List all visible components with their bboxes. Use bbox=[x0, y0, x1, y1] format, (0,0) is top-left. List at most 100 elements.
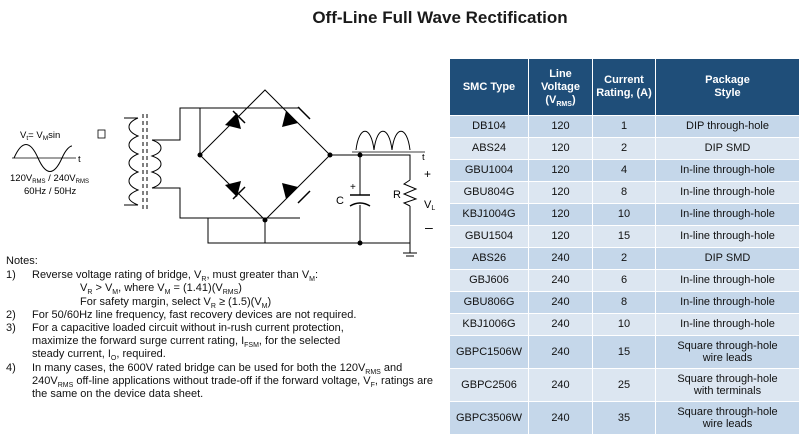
cell-voltage: 120 bbox=[528, 137, 593, 160]
cell-voltage: 240 bbox=[528, 335, 593, 369]
note-safety-margin: For safety margin, select VR ≥ (1.5)(VM) bbox=[80, 295, 272, 310]
col-header-type: SMC Type bbox=[449, 58, 529, 116]
cell-type: ABS24 bbox=[449, 137, 529, 160]
rectified-waveform-icon bbox=[352, 130, 425, 153]
cell-voltage: 120 bbox=[528, 203, 593, 226]
bridge-rectifier bbox=[199, 89, 331, 221]
diode-icon bbox=[225, 113, 241, 129]
source-voltage-label: Vt= VMsin bbox=[20, 130, 60, 142]
cell-package: DIP SMD bbox=[655, 247, 800, 270]
cell-type: GBU804G bbox=[449, 181, 529, 204]
note-item: 2) For 50/60Hz line frequency, fast reco… bbox=[6, 308, 357, 321]
cell-package: In-line through-hole bbox=[655, 181, 800, 204]
cell-voltage: 240 bbox=[528, 247, 593, 270]
cell-current: 6 bbox=[592, 269, 656, 292]
resistor-icon bbox=[402, 179, 418, 207]
load-voltage-label: VL bbox=[424, 199, 435, 212]
cell-current: 15 bbox=[592, 335, 656, 369]
cell-current: 4 bbox=[592, 159, 656, 182]
output-time-label: t bbox=[422, 152, 425, 163]
cell-package: DIP SMD bbox=[655, 137, 800, 160]
cell-current: 8 bbox=[592, 181, 656, 204]
cell-voltage: 120 bbox=[528, 159, 593, 182]
cell-voltage: 120 bbox=[528, 181, 593, 204]
cell-type: GBU1504 bbox=[449, 225, 529, 248]
output-minus: – bbox=[425, 219, 433, 235]
cell-current: 25 bbox=[592, 368, 656, 402]
cell-type: GBPC1506W bbox=[449, 335, 529, 369]
cell-current: 8 bbox=[592, 291, 656, 314]
capacitor-icon bbox=[349, 194, 371, 207]
cell-type: GBPC3506W bbox=[449, 401, 529, 435]
cell-voltage: 120 bbox=[528, 115, 593, 138]
cell-voltage: 240 bbox=[528, 368, 593, 402]
page-title: Off-Line Full Wave Rectification bbox=[312, 8, 568, 27]
cell-current: 10 bbox=[592, 203, 656, 226]
cell-current: 10 bbox=[592, 313, 656, 336]
diode-icon bbox=[225, 181, 241, 197]
cell-voltage: 240 bbox=[528, 291, 593, 314]
note-item: 3) For a capacitive loaded circuit witho… bbox=[6, 322, 344, 363]
cell-current: 1 bbox=[592, 115, 656, 138]
omega-box-icon bbox=[97, 129, 106, 139]
cell-type: GBU1004 bbox=[449, 159, 529, 182]
sine-wave-icon bbox=[13, 144, 73, 172]
cell-type: KBJ1006G bbox=[449, 313, 529, 336]
cell-package: In-line through-hole bbox=[655, 203, 800, 226]
line-voltage-label: 120VRMS / 240VRMS bbox=[10, 173, 89, 185]
cell-package: In-line through-hole bbox=[655, 313, 800, 336]
cell-type: GBJ606 bbox=[449, 269, 529, 292]
cell-package: In-line through-hole bbox=[655, 269, 800, 292]
capacitor-label: C bbox=[336, 195, 344, 207]
notes-heading: Notes: bbox=[6, 255, 38, 267]
cell-current: 15 bbox=[592, 225, 656, 248]
output-plus: + bbox=[424, 167, 431, 181]
resistor-label: R bbox=[393, 189, 401, 201]
cell-type: DB104 bbox=[449, 115, 529, 138]
cell-type: ABS26 bbox=[449, 247, 529, 270]
cell-type: GBPC2506 bbox=[449, 368, 529, 402]
notes-section: Notes: 1) Reverse voltage rating of brid… bbox=[6, 255, 446, 401]
cell-type: KBJ1004G bbox=[449, 203, 529, 226]
note-item: 4) In many cases, the 600V rated bridge … bbox=[6, 361, 434, 401]
cell-voltage: 240 bbox=[528, 401, 593, 435]
transformer-icon bbox=[124, 107, 300, 219]
cell-type: GBU806G bbox=[449, 291, 529, 314]
cell-current: 35 bbox=[592, 401, 656, 435]
capacitor-polarity: + bbox=[350, 182, 356, 193]
ground-icon bbox=[403, 243, 417, 257]
cell-current: 2 bbox=[592, 247, 656, 270]
diode-icon bbox=[282, 183, 298, 199]
cell-voltage: 240 bbox=[528, 269, 593, 292]
diode-icon bbox=[282, 111, 298, 127]
bridge-diodes bbox=[225, 106, 311, 204]
cell-current: 2 bbox=[592, 137, 656, 160]
cell-package: In-line through-hole bbox=[655, 291, 800, 314]
note-formula: VR > VM, where VM = (1.41)(VRMS) bbox=[80, 282, 242, 297]
cell-package: In-line through-hole bbox=[655, 225, 800, 248]
bridge-rectifier-schematic: Vt= VMsin t 120VRMS / 240VRMS 60Hz / 50H… bbox=[10, 89, 435, 257]
cell-voltage: 240 bbox=[528, 313, 593, 336]
cell-voltage: 120 bbox=[528, 225, 593, 248]
